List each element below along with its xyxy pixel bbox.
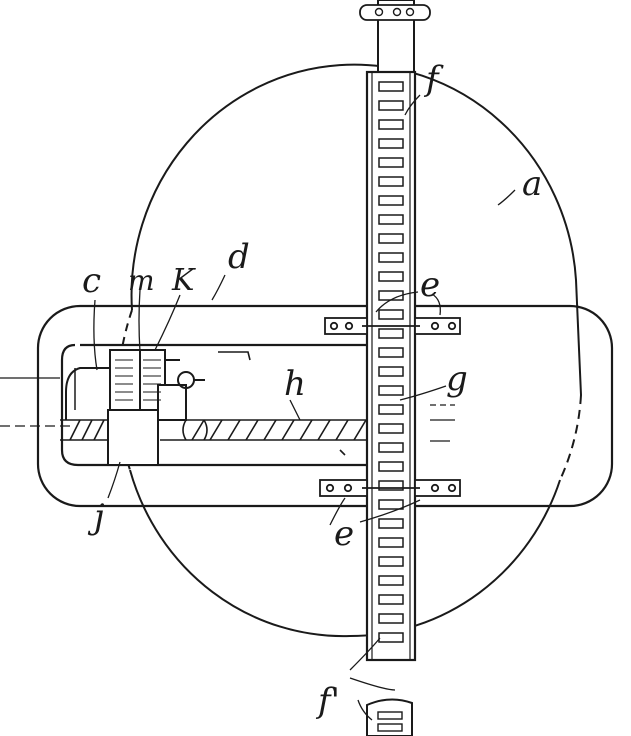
rack-slot bbox=[378, 233, 404, 244]
rack-slot bbox=[378, 461, 404, 472]
rack-slot bbox=[378, 176, 404, 187]
rack-slot bbox=[378, 252, 404, 263]
rack-slot bbox=[378, 309, 404, 320]
rack-slot bbox=[378, 556, 404, 567]
rack-slot bbox=[378, 480, 404, 491]
rack-slot bbox=[378, 613, 404, 624]
rack-slot bbox=[378, 157, 404, 168]
leader-lines bbox=[93, 94, 516, 721]
rack-slot bbox=[378, 594, 404, 605]
rack-slot bbox=[378, 195, 404, 206]
label-a: a bbox=[522, 164, 542, 204]
rack-slot bbox=[378, 347, 404, 358]
rack-slot bbox=[378, 575, 404, 586]
rack-slots bbox=[378, 81, 404, 643]
rack-slot bbox=[378, 119, 404, 130]
label-c: c bbox=[82, 261, 101, 301]
label-e-bottom: e bbox=[334, 514, 354, 554]
label-d: d bbox=[228, 237, 250, 277]
rack-slot bbox=[378, 100, 404, 111]
label-g: g bbox=[446, 359, 468, 399]
rack-slot bbox=[378, 632, 404, 643]
label-f-top: f bbox=[423, 59, 444, 99]
guide-e-top bbox=[324, 317, 461, 335]
rack-slot bbox=[378, 328, 404, 339]
rack-slot bbox=[378, 81, 404, 92]
label-h: h bbox=[284, 364, 306, 404]
plate-d bbox=[36, 304, 614, 508]
plate-marks bbox=[218, 351, 346, 456]
part-c-curve bbox=[65, 367, 110, 420]
rack-slot bbox=[378, 518, 404, 529]
rack-slot bbox=[378, 366, 404, 377]
rack-slot bbox=[378, 385, 404, 396]
rack-f bbox=[359, 0, 431, 736]
label-j: j bbox=[87, 497, 105, 537]
label-m: m bbox=[128, 264, 155, 297]
label-f-bottom: f' bbox=[315, 681, 340, 721]
axis-lines bbox=[0, 377, 455, 442]
rack-slot bbox=[378, 214, 404, 225]
rack-slot bbox=[378, 442, 404, 453]
rack-slot bbox=[378, 537, 404, 548]
rack-slot bbox=[378, 271, 404, 282]
rack-slot bbox=[378, 423, 404, 434]
guide-e-bottom bbox=[319, 479, 461, 497]
label-e-top: e bbox=[420, 265, 440, 305]
rack-slot bbox=[378, 499, 404, 510]
counter-mechanism bbox=[107, 349, 205, 466]
label-k: K bbox=[171, 263, 196, 298]
rack-slot bbox=[378, 404, 404, 415]
screw-h bbox=[60, 419, 380, 441]
rack-slot bbox=[378, 138, 404, 149]
